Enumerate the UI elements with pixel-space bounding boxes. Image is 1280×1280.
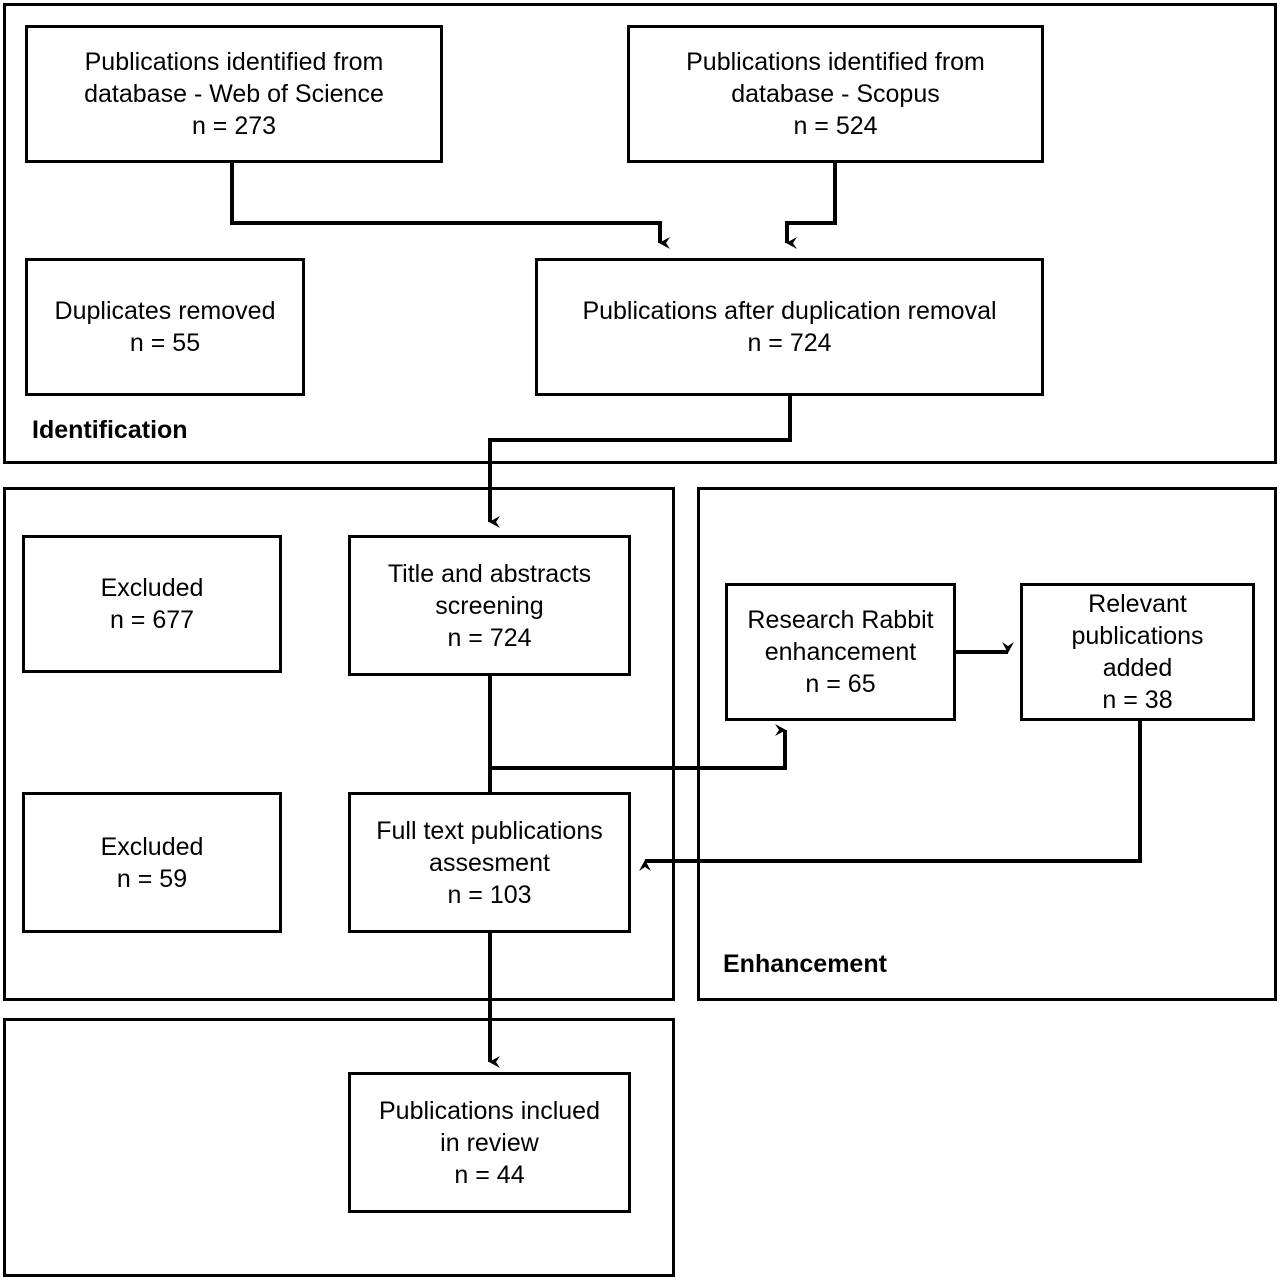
node-excluded-screening-count: n = 677: [109, 606, 195, 634]
node-relevant-publications-added-line3: added: [1102, 654, 1173, 682]
node-excluded-screening-line1: Excluded: [100, 574, 204, 602]
node-title-abstract-screening: Title and abstracts screening n = 724: [348, 535, 631, 676]
stage-screening: [3, 487, 675, 1001]
node-research-rabbit-line1: Research Rabbit: [747, 606, 934, 634]
stage-included: [3, 1018, 675, 1277]
node-relevant-publications-added: Relevant publications added n = 38: [1020, 583, 1255, 721]
node-publications-included-in-review-line1: Publications inclued: [379, 1096, 600, 1125]
node-publications-included-in-review-line2: in review: [440, 1128, 539, 1157]
node-duplicates-removed-count: n = 55: [129, 329, 201, 357]
node-excluded-fulltext-count: n = 59: [116, 864, 188, 893]
node-duplicates-removed-line1: Duplicates removed: [54, 297, 276, 325]
node-after-duplication-removal-line1: Publications after duplication removal: [582, 297, 997, 325]
node-excluded-fulltext-line1: Excluded: [100, 832, 204, 861]
node-fulltext-assessment-line1: Full text publications: [376, 816, 603, 845]
stage-identification: [3, 3, 1277, 464]
node-scopus-count: n = 524: [793, 112, 878, 140]
stage-enhancement: [697, 487, 1277, 1001]
node-title-abstract-screening-line1: Title and abstracts: [387, 559, 592, 588]
node-relevant-publications-added-line1: Relevant: [1088, 590, 1187, 618]
node-excluded-screening: Excluded n = 677: [22, 535, 282, 673]
node-publications-included-in-review-count: n = 44: [454, 1160, 525, 1189]
node-excluded-fulltext: Excluded n = 59: [22, 792, 282, 933]
stage-label-identification: Identification: [32, 416, 188, 444]
node-title-abstract-screening-line2: screening: [435, 591, 544, 620]
node-scopus-line2: database - Scopus: [731, 80, 940, 108]
node-research-rabbit-line2: enhancement: [764, 638, 917, 666]
node-title-abstract-screening-count: n = 724: [447, 623, 532, 652]
node-fulltext-assessment-line2: assesment: [429, 848, 550, 877]
node-fulltext-assessment-count: n = 103: [447, 880, 532, 909]
stage-label-enhancement: Enhancement: [723, 950, 887, 978]
node-fulltext-assessment: Full text publications assesment n = 103: [348, 792, 631, 933]
node-web-of-science-count: n = 273: [191, 112, 277, 140]
node-after-duplication-removal-count: n = 724: [747, 329, 832, 357]
node-web-of-science-line2: database - Web of Science: [84, 80, 384, 108]
node-web-of-science: Publications identified from database - …: [25, 25, 443, 163]
node-web-of-science-line1: Publications identified from: [84, 48, 384, 76]
node-scopus: Publications identified from database - …: [627, 25, 1044, 163]
node-after-duplication-removal: Publications after duplication removal n…: [535, 258, 1044, 396]
node-relevant-publications-added-line2: publications: [1071, 622, 1204, 650]
node-relevant-publications-added-count: n = 38: [1102, 686, 1173, 714]
node-duplicates-removed: Duplicates removed n = 55: [25, 258, 305, 396]
node-research-rabbit: Research Rabbit enhancement n = 65: [725, 583, 956, 721]
node-research-rabbit-count: n = 65: [805, 670, 876, 698]
node-publications-included-in-review: Publications inclued in review n = 44: [348, 1072, 631, 1213]
node-scopus-line1: Publications identified from: [686, 48, 985, 76]
